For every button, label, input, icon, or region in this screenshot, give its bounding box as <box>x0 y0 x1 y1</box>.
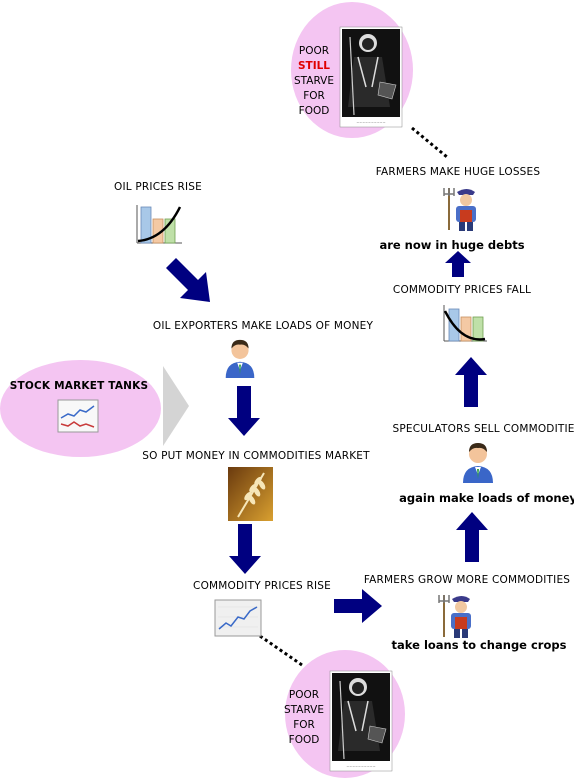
put-money-label: SO PUT MONEY IN COMMODITIES MARKET <box>142 450 370 462</box>
still-text: STILL <box>297 60 330 72</box>
line-chart-icon <box>214 599 262 637</box>
arrow-up-1 <box>445 251 471 277</box>
poor-man-image-bottom: ~~~~~~~~~~ <box>329 670 393 772</box>
person-icon-left <box>225 339 255 378</box>
speculators-sell-label: SPECULATORS SELL COMMODITIES <box>392 423 574 435</box>
arrow-down-2 <box>229 524 261 574</box>
commodity-fall-label: COMMODITY PRICES FALL <box>392 284 532 296</box>
grey-arrow <box>163 366 189 446</box>
stock-market-label: STOCK MARKET TANKS <box>9 380 149 392</box>
poor-man-image-top: ~~~~~~~~~~ <box>339 26 403 128</box>
again-money-label: again make loads of money <box>399 491 574 505</box>
for-food-text-bottom: FOR FOOD <box>288 719 320 746</box>
starve-text: STARVE <box>294 75 334 87</box>
stock-line-chart-icon <box>57 399 99 433</box>
take-loans-label: take loans to change crops <box>391 638 567 652</box>
arrow-up-3 <box>456 512 488 562</box>
poor-starve-text: POOR STARVE FOR FOOD <box>282 688 326 748</box>
arrow-down-1 <box>228 386 260 436</box>
poor-text: POOR <box>298 45 330 57</box>
farmers-grow-label: FARMERS GROW MORE COMMODITIES <box>363 574 571 586</box>
commodity-rise-label: COMMODITY PRICES RISE <box>193 580 331 592</box>
oil-prices-rise-label: OIL PRICES RISE <box>114 181 202 193</box>
farmers-losses-label: FARMERS MAKE HUGE LOSSES <box>375 166 541 178</box>
wheat-icon <box>228 467 273 521</box>
arrow-diagonal <box>166 258 210 302</box>
poor-text-bottom: POOR <box>288 689 320 701</box>
poor-still-starve-text: POOR STILL STARVE FOR FOOD <box>292 44 336 119</box>
farmer-icon-bottom <box>438 595 471 638</box>
starve-text-bottom: STARVE <box>284 704 324 716</box>
farmer-icon <box>443 188 476 231</box>
svg-text:~~~~~~~~~~: ~~~~~~~~~~ <box>356 121 385 125</box>
person-icon-right <box>463 443 493 483</box>
oil-exporters-label: OIL EXPORTERS MAKE LOADS OF MONEY <box>152 320 374 332</box>
arrow-right <box>334 589 382 623</box>
arrow-up-2 <box>455 357 487 407</box>
bar-chart-fall-icon <box>441 303 489 345</box>
for-food-text: FOR FOOD <box>298 90 330 117</box>
svg-text:~~~~~~~~~~: ~~~~~~~~~~ <box>346 765 375 769</box>
huge-debts-label: are now in huge debts <box>379 238 525 252</box>
bar-chart-rise-icon <box>134 203 184 247</box>
